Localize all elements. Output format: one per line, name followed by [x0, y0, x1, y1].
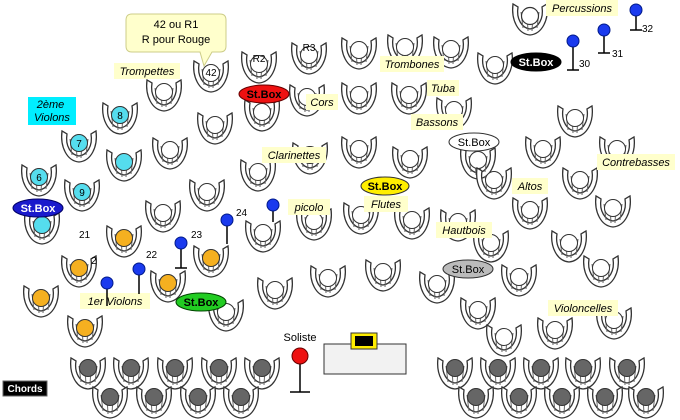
- label-tuba: Tuba: [431, 83, 455, 95]
- violin2-number: 9: [79, 188, 85, 199]
- seat-row-percussions: [512, 3, 548, 36]
- mic-label: 21: [79, 230, 91, 241]
- mic-label: 30: [579, 59, 591, 70]
- stbox-label: St.Box: [247, 89, 283, 101]
- seat-row-woodwinds: [145, 136, 631, 253]
- label-violoncelles: Violoncelles: [554, 303, 613, 315]
- stbox-grey[interactable]: St.Box: [442, 259, 494, 279]
- seat-row-violins1: [23, 225, 229, 348]
- chords-button[interactable]: Chords: [2, 380, 48, 397]
- label-percussions: Percussions: [552, 3, 612, 15]
- mic-label: 23: [191, 230, 203, 241]
- soliste-label: Soliste: [283, 332, 316, 344]
- stbox-black[interactable]: St.Box: [510, 52, 562, 72]
- seat-label-r3: R3: [303, 43, 316, 54]
- chairs: [21, 3, 664, 419]
- speaker-boxes: St.Box St.Box St.Box St.Box St.Box St.Bo…: [12, 52, 562, 312]
- callout-bubble: 42 ou R1 R pour Rouge: [125, 13, 227, 68]
- seat-row-brass: [146, 34, 513, 112]
- stbox-label: St.Box: [458, 137, 491, 149]
- stbox-red[interactable]: St.Box: [238, 84, 290, 104]
- mic-label: 24: [236, 208, 248, 219]
- mic-31[interactable]: 31: [597, 23, 624, 60]
- chords-label: Chords: [8, 384, 43, 395]
- violin2-number: 7: [76, 139, 82, 150]
- mic-22[interactable]: 22: [132, 250, 158, 294]
- section-labels: Percussions Trompettes Trombones Tuba Co…: [28, 0, 675, 316]
- label-flutes: Flutes: [371, 199, 401, 211]
- seat-label-42: 42: [205, 68, 217, 79]
- microphones: 32 31 30 24 23 22: [79, 3, 654, 306]
- label-bassons: Bassons: [416, 117, 459, 129]
- mic-picolo[interactable]: [266, 198, 280, 222]
- seat-row-front: [70, 357, 664, 419]
- label-trompettes: Trompettes: [120, 66, 175, 78]
- mic-label: 32: [642, 24, 654, 35]
- stbox-label: St.Box: [519, 57, 555, 69]
- label-altos: Altos: [517, 181, 543, 193]
- label-clarinettes: Clarinettes: [268, 150, 321, 162]
- label-picolo: picolo: [294, 202, 324, 214]
- soliste-area: Soliste: [283, 332, 407, 393]
- callout-line-1: 42 ou R1: [154, 19, 199, 31]
- label-trombones: Trombones: [385, 59, 440, 71]
- mic-23[interactable]: 23: [174, 230, 203, 269]
- stbox-label: St.Box: [184, 297, 220, 309]
- stbox-blue[interactable]: St.Box: [12, 198, 64, 218]
- soliste-mic[interactable]: [291, 347, 309, 365]
- mic-21[interactable]: 21 2: [79, 230, 114, 306]
- label-cors: Cors: [310, 97, 334, 109]
- label-contrebasses: Contrebasses: [602, 157, 670, 169]
- mic-label: 22: [146, 250, 158, 261]
- violin2-number: 8: [117, 111, 123, 122]
- violin2-number: 6: [36, 173, 42, 184]
- label-hautbois: Hautbois: [442, 225, 486, 237]
- piano-keys: [355, 336, 373, 346]
- stbox-yellow[interactable]: St.Box: [360, 176, 410, 196]
- seat-label-r2: R2: [253, 54, 266, 65]
- mic-30[interactable]: 30: [566, 34, 591, 71]
- label-violons2: 2ème Violons: [34, 99, 70, 124]
- stbox-label: St.Box: [452, 264, 485, 276]
- stbox-white[interactable]: St.Box: [448, 132, 500, 152]
- stbox-label: St.Box: [21, 203, 57, 215]
- mic-label: 2: [91, 256, 97, 267]
- stbox-label: St.Box: [368, 181, 404, 193]
- mic-label: 31: [612, 49, 624, 60]
- stbox-green[interactable]: St.Box: [175, 292, 227, 312]
- mic-24[interactable]: 24: [220, 208, 248, 244]
- callout-line-2: R pour Rouge: [142, 34, 211, 46]
- seat-row-lower: [208, 230, 632, 357]
- label-violons1: 1er Violons: [88, 296, 143, 308]
- mic-32[interactable]: 32: [629, 3, 654, 35]
